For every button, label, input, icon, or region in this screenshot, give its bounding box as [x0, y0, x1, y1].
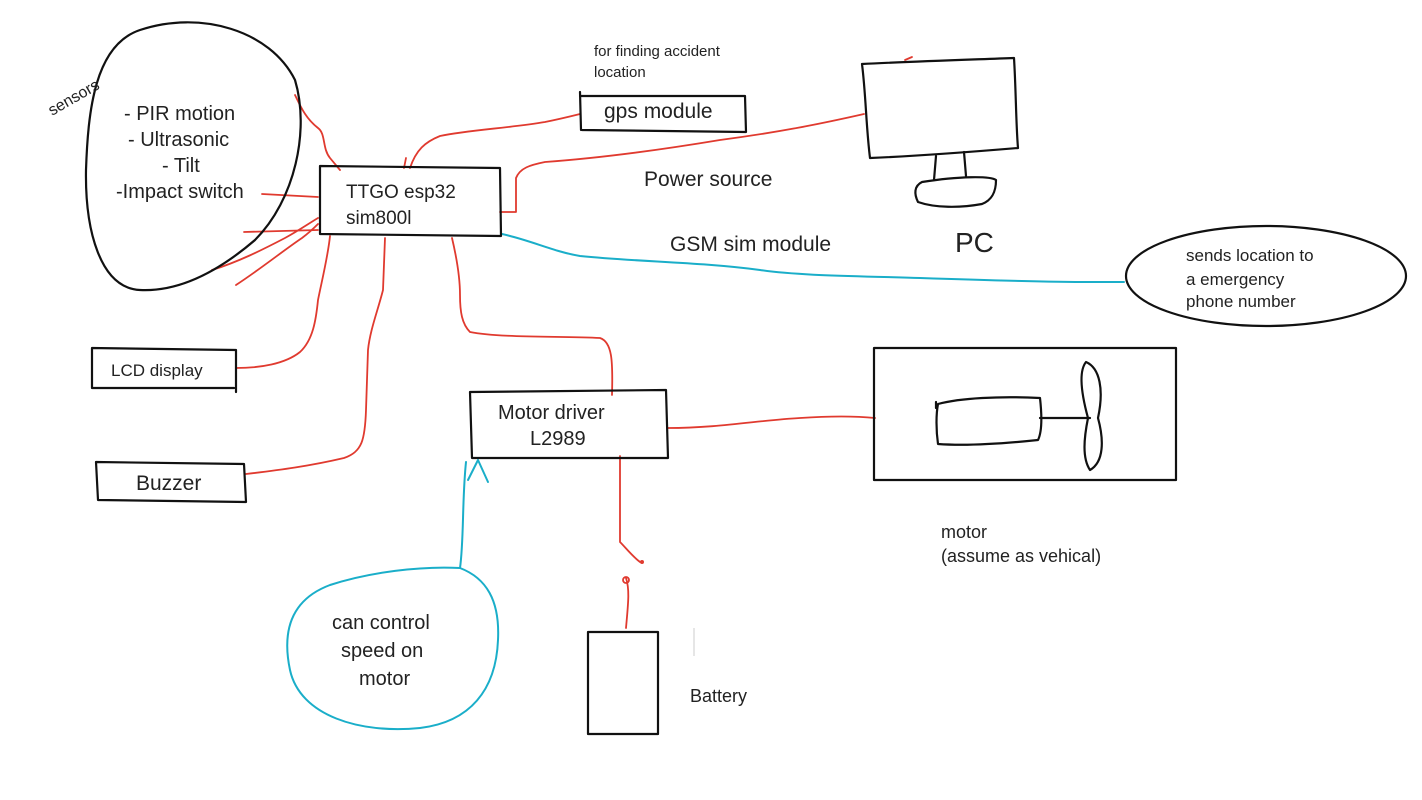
battery-block: Battery — [586, 628, 747, 736]
gsm-bubble-line3: phone number — [1186, 292, 1296, 311]
wire-speed-note — [459, 461, 467, 569]
speed-note-group: can control speed on motor — [286, 566, 500, 731]
gsm-block: GSM sim module sends location to a emerg… — [670, 224, 1408, 328]
motor-frame — [872, 346, 1178, 482]
mcu-line1: TTGO esp32 — [346, 182, 456, 203]
mcu-box — [318, 164, 503, 238]
sensor-pir: - PIR motion — [124, 103, 235, 125]
wire-sensors-top — [294, 94, 341, 171]
switch-contact-bottom — [622, 576, 630, 584]
wire-sensors-impact — [261, 193, 319, 198]
motor-line1: motor — [941, 522, 987, 542]
switch-contact-top — [640, 560, 644, 564]
propeller — [1080, 360, 1103, 472]
gps-box — [578, 90, 748, 134]
pc-monitor — [860, 56, 1020, 160]
mcu-block: TTGO esp32 sim800l — [318, 164, 503, 238]
motor-driver-line2: L2989 — [530, 428, 586, 450]
sensors-outline — [84, 21, 302, 292]
mcu-line2: sim800l — [346, 208, 411, 229]
buzzer-label: Buzzer — [136, 472, 201, 495]
motor-driver-line1: Motor driver — [498, 402, 605, 424]
power-wires — [211, 56, 913, 629]
motor-driver-block: Motor driver L2989 — [468, 388, 670, 460]
gps-label: gps module — [604, 100, 713, 123]
wire-driver-battery — [619, 455, 641, 563]
lcd-label: LCD display — [111, 361, 203, 380]
wire-mcu-buzzer — [245, 237, 386, 475]
power-source-label: Power source — [644, 168, 772, 191]
pc-label: PC — [955, 227, 994, 258]
speed-note-line3: motor — [359, 668, 410, 690]
motor-line2: (assume as vehical) — [941, 546, 1101, 566]
sensor-tilt: - Tilt — [162, 155, 200, 177]
gsm-link-label: GSM sim module — [670, 233, 831, 256]
speed-note-line1: can control — [332, 612, 430, 634]
motor-driver-box — [468, 388, 670, 460]
gsm-bubble-line2: a emergency — [1186, 270, 1285, 289]
buzzer-block: Buzzer — [94, 460, 248, 504]
arrow-head — [467, 459, 489, 483]
wire-mcu-gps — [409, 113, 581, 169]
wire-sensors-lower — [211, 217, 319, 271]
gps-note-line1: for finding accident — [594, 43, 721, 60]
motor-body — [935, 396, 1043, 446]
wire-mcu-gsm — [501, 233, 1125, 283]
sensor-impact: -Impact switch — [116, 181, 244, 203]
speed-note-outline — [286, 566, 500, 731]
wire-mcu-driver — [451, 237, 614, 396]
pc-block: PC Power source — [644, 56, 1020, 258]
pc-stand — [932, 150, 968, 182]
lcd-block: LCD display — [90, 346, 238, 394]
gsm-bubble-line1: sends location to — [1186, 246, 1314, 265]
gps-note-line2: location — [594, 64, 646, 81]
gsm-bubble — [1124, 224, 1408, 328]
motor-block: motor (assume as vehical) — [872, 346, 1178, 566]
lcd-box — [90, 346, 238, 394]
wire-pc-tick — [904, 56, 913, 61]
wire-battery-lead — [625, 577, 630, 629]
wire-sensors-bottom — [235, 223, 319, 286]
wire-mcu-lcd — [235, 235, 331, 369]
buzzer-box — [94, 460, 248, 504]
wire-mcu-pc — [499, 113, 865, 213]
speed-note-line2: speed on — [341, 640, 423, 662]
wire-driver-motor — [667, 415, 876, 429]
pc-base — [914, 176, 998, 208]
battery-box — [586, 630, 660, 736]
wire-sensors-mid — [243, 229, 319, 233]
signal-wires — [459, 233, 1125, 569]
sensor-ultrasonic: - Ultrasonic — [128, 129, 229, 151]
gps-block: for finding accident location gps module — [578, 43, 748, 134]
battery-label: Battery — [690, 686, 747, 706]
